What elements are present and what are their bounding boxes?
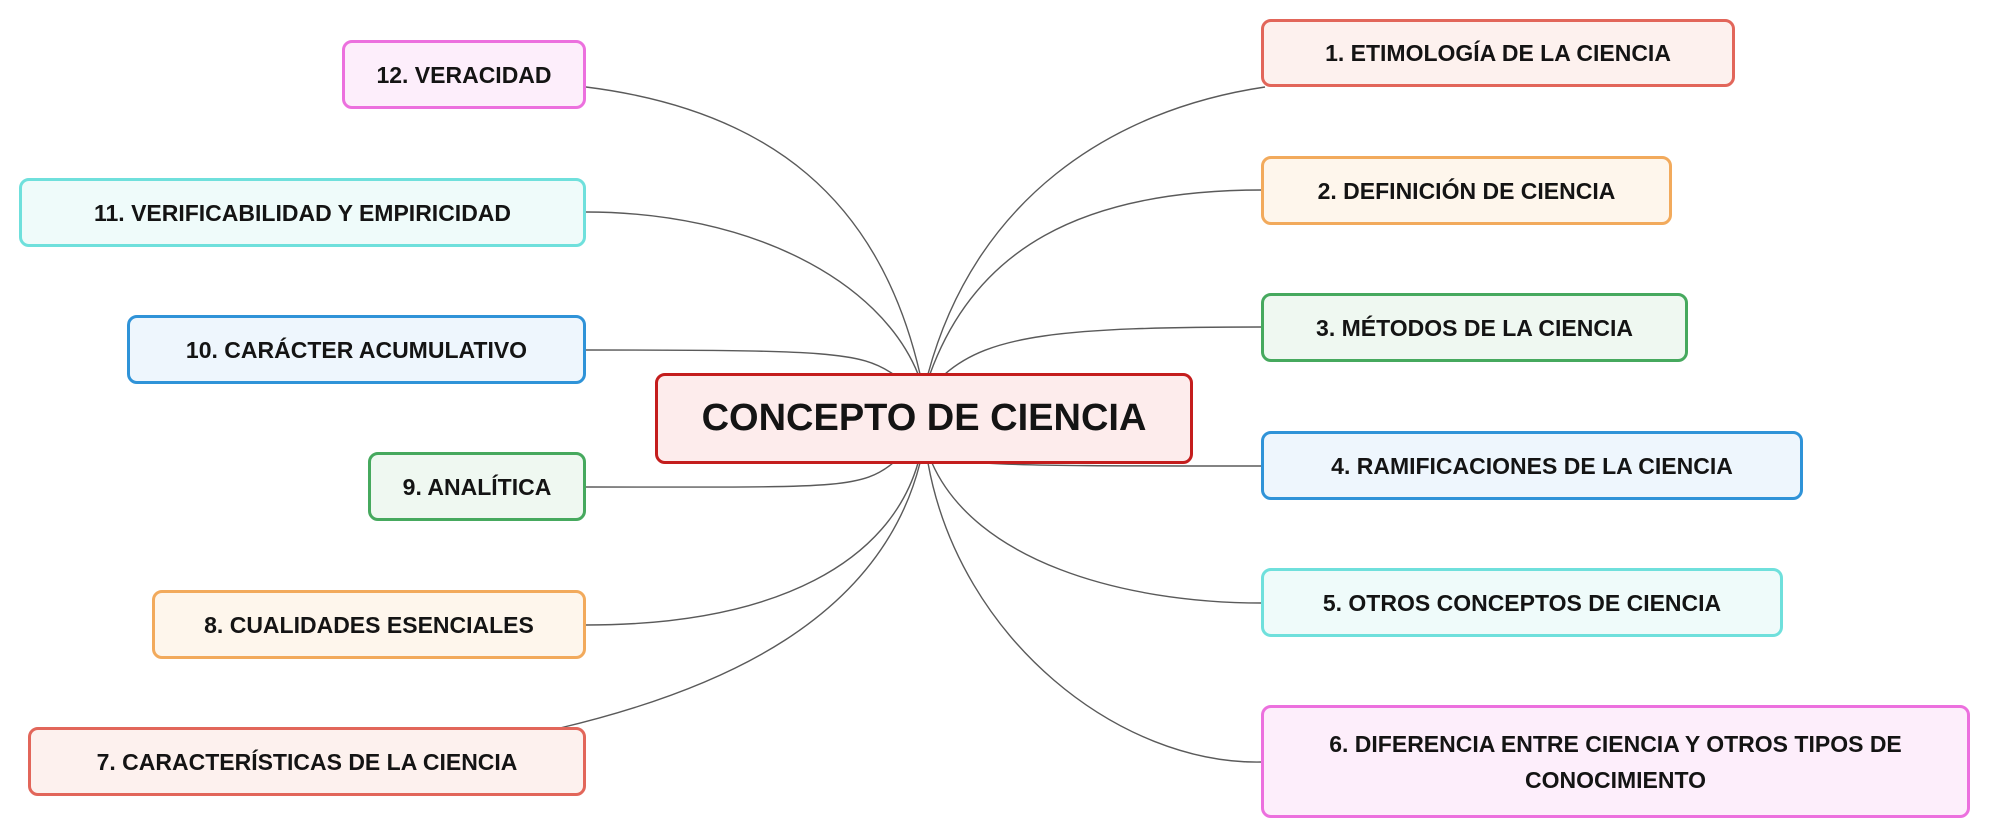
connector-6 [927, 462, 1263, 763]
topic-5-otros-conceptos[interactable]: 5. OTROS CONCEPTOS DE CIENCIA [1261, 568, 1783, 637]
connector-3 [944, 326, 1263, 375]
connector-9 [585, 462, 894, 488]
topic-8-cualidades[interactable]: 8. CUALIDADES ESENCIALES [152, 590, 586, 659]
central-topic[interactable]: CONCEPTO DE CIENCIA [655, 373, 1193, 464]
topic-9-label: 9. ANALÍTICA [402, 473, 552, 500]
topic-12-veracidad[interactable]: 12. VERACIDAD [342, 40, 586, 109]
topic-3-metodos[interactable]: 3. MÉTODOS DE LA CIENCIA [1261, 293, 1688, 362]
topic-10-label: 10. CARÁCTER ACUMULATIVO [185, 336, 528, 363]
topic-2-definicion[interactable]: 2. DEFINICIÓN DE CIENCIA [1261, 156, 1672, 225]
connector-7 [559, 462, 921, 729]
topic-5-label: 5. OTROS CONCEPTOS DE CIENCIA [1322, 589, 1722, 616]
connector-8 [585, 462, 919, 626]
connector-10 [585, 349, 894, 375]
topic-12-label: 12. VERACIDAD [376, 61, 552, 88]
connector-1 [927, 86, 1266, 375]
topic-7-label: 7. CARACTERÍSTICAS DE LA CIENCIA [96, 748, 518, 775]
topic-11-label: 11. VERIFICABILIDAD Y EMPIRICIDAD [93, 199, 512, 226]
central-topic-label: CONCEPTO DE CIENCIA [701, 397, 1147, 439]
topic-4-ramificaciones[interactable]: 4. RAMIFICACIONES DE LA CIENCIA [1261, 431, 1803, 500]
topic-10-acumulativo[interactable]: 10. CARÁCTER ACUMULATIVO [127, 315, 586, 384]
connector-4 [984, 462, 1263, 467]
topic-9-analitica[interactable]: 9. ANALÍTICA [368, 452, 586, 521]
topic-4-label: 4. RAMIFICACIONES DE LA CIENCIA [1331, 452, 1733, 479]
topic-1-etimologia[interactable]: 1. ETIMOLOGÍA DE LA CIENCIA [1261, 19, 1735, 87]
topic-7-caracteristicas[interactable]: 7. CARACTERÍSTICAS DE LA CIENCIA [28, 727, 586, 796]
topic-6-diferencia[interactable]: 6. DIFERENCIA ENTRE CIENCIA Y OTROS TIPO… [1261, 705, 1970, 818]
topic-1-label: 1. ETIMOLOGÍA DE LA CIENCIA [1325, 40, 1671, 66]
topic-2-label: 2. DEFINICIÓN DE CIENCIA [1317, 177, 1616, 204]
connector-11 [585, 211, 919, 375]
topic-11-verificabilidad[interactable]: 11. VERIFICABILIDAD Y EMPIRICIDAD [19, 178, 586, 247]
connector-12 [585, 86, 921, 375]
connector-5 [931, 462, 1263, 604]
topic-6-label: 6. DIFERENCIA ENTRE CIENCIA Y OTROS TIPO… [1329, 730, 1902, 793]
connector-2 [929, 189, 1263, 375]
topic-8-label: 8. CUALIDADES ESENCIALES [204, 611, 534, 638]
topic-3-label: 3. MÉTODOS DE LA CIENCIA [1316, 314, 1633, 341]
